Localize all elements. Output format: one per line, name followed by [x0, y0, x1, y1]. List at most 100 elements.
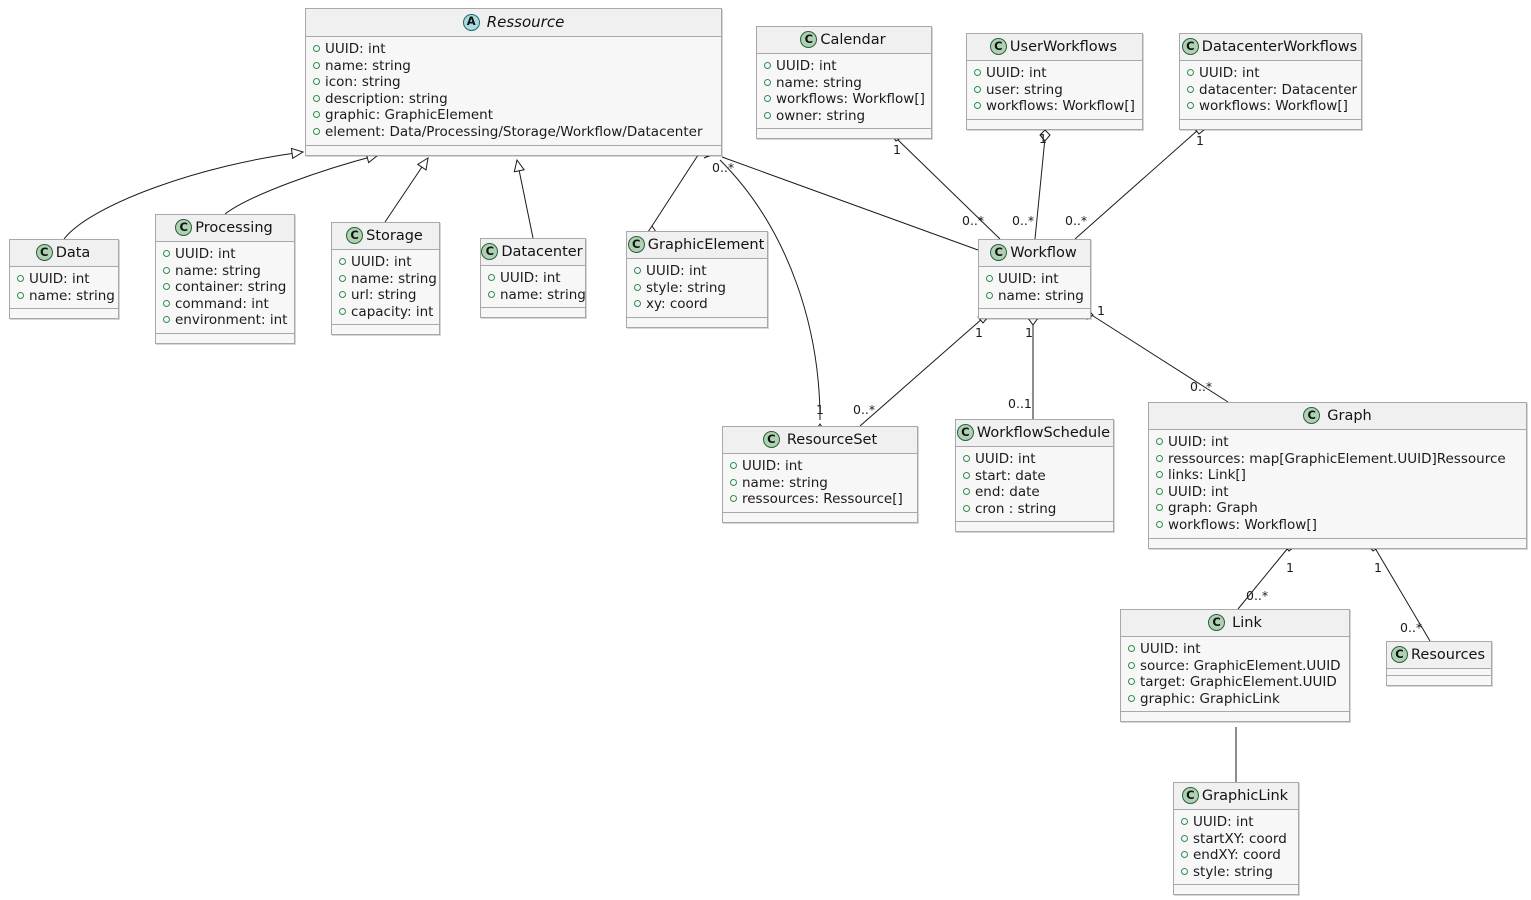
class-methods-graphiclink	[1174, 885, 1298, 894]
multiplicity-label: 0..1	[1008, 396, 1032, 411]
attribute-visibility-icon	[974, 85, 981, 93]
attribute-row: owner: string	[764, 108, 925, 125]
edge-datacenterworkflows-workflow	[1074, 129, 1199, 240]
class-methods-datacenterworkflows	[1180, 120, 1361, 129]
attribute-visibility-icon	[1181, 834, 1188, 842]
attribute-visibility-icon	[339, 274, 346, 282]
attribute-row: xy: coord	[634, 296, 761, 313]
attribute-visibility-icon	[163, 266, 170, 274]
attribute-row: name: string	[764, 75, 925, 92]
attribute-visibility-icon	[634, 267, 641, 274]
attribute-row: UUID: int	[963, 451, 1107, 468]
attribute-visibility-icon	[1128, 661, 1135, 669]
multiplicity-label: 1	[1374, 560, 1382, 575]
attribute-row: UUID: int	[163, 246, 288, 263]
attribute-label: name: string	[776, 74, 862, 91]
class-methods-datacenter	[481, 308, 585, 317]
attribute-visibility-icon	[339, 291, 346, 299]
attribute-row: capacity: int	[339, 304, 433, 321]
class-methods-workflow	[979, 309, 1090, 318]
class-name-processing: Processing	[195, 219, 273, 236]
attribute-row: UUID: int	[986, 271, 1084, 288]
attribute-label: UUID: int	[986, 65, 1047, 81]
attribute-visibility-icon	[313, 127, 320, 135]
attribute-visibility-icon	[963, 504, 970, 512]
attribute-visibility-icon	[986, 291, 993, 299]
attribute-label: graphic: GraphicLink	[1140, 690, 1280, 707]
attribute-label: graph: Graph	[1168, 500, 1258, 517]
attribute-label: UUID: int	[1193, 814, 1254, 830]
attribute-row: endXY: coord	[1181, 847, 1292, 864]
attribute-label: UUID: int	[325, 41, 386, 57]
attribute-label: UUID: int	[742, 458, 803, 474]
attribute-visibility-icon	[1181, 818, 1188, 825]
attribute-visibility-icon	[339, 307, 346, 315]
class-name-workflowschedule: WorkflowSchedule	[976, 424, 1111, 441]
attribute-visibility-icon	[1156, 454, 1163, 462]
attribute-row: startXY: coord	[1181, 831, 1292, 848]
attribute-visibility-icon	[1156, 471, 1163, 479]
attribute-visibility-icon	[974, 69, 981, 76]
attribute-label: UUID: int	[998, 271, 1059, 287]
attribute-visibility-icon	[313, 78, 320, 86]
attribute-row: UUID: int	[730, 458, 911, 475]
multiplicity-label: 1	[1196, 133, 1204, 148]
attribute-row: UUID: int	[1128, 641, 1343, 658]
attribute-row: name: string	[488, 287, 586, 304]
attribute-label: UUID: int	[776, 58, 837, 74]
attribute-label: url: string	[351, 287, 417, 304]
attribute-visibility-icon	[313, 111, 320, 119]
class-methods-calendar	[757, 129, 931, 138]
attribute-label: UUID: int	[29, 271, 90, 287]
attribute-visibility-icon	[17, 275, 24, 282]
attribute-row: UUID: int	[339, 254, 433, 271]
attribute-label: target: GraphicElement.UUID	[1140, 674, 1337, 691]
class-methods-storage	[332, 325, 439, 334]
class-icon: C	[1390, 646, 1408, 663]
attribute-row: target: GraphicElement.UUID	[1128, 674, 1343, 691]
attribute-visibility-icon	[163, 316, 170, 324]
class-methods-resourceset	[723, 513, 917, 522]
attribute-visibility-icon	[963, 455, 970, 462]
multiplicity-label: 0..*	[712, 160, 735, 175]
class-methods-graphicelement	[627, 318, 767, 327]
attribute-label: style: string	[1193, 863, 1273, 880]
attribute-visibility-icon	[163, 299, 170, 307]
attribute-label: workflows: Workflow[]	[986, 98, 1135, 115]
attribute-label: workflows: Workflow[]	[1168, 516, 1317, 533]
attribute-label: cron : string	[975, 500, 1057, 517]
attribute-row: UUID: int	[313, 41, 715, 58]
class-name-datacenterworkflows: DatacenterWorkflows	[1201, 38, 1358, 55]
class-icon: C	[762, 431, 780, 448]
attribute-row: name: string	[163, 263, 288, 280]
attribute-label: UUID: int	[1199, 65, 1260, 81]
attribute-visibility-icon	[963, 488, 970, 496]
attribute-row: workflows: Workflow[]	[764, 91, 925, 108]
